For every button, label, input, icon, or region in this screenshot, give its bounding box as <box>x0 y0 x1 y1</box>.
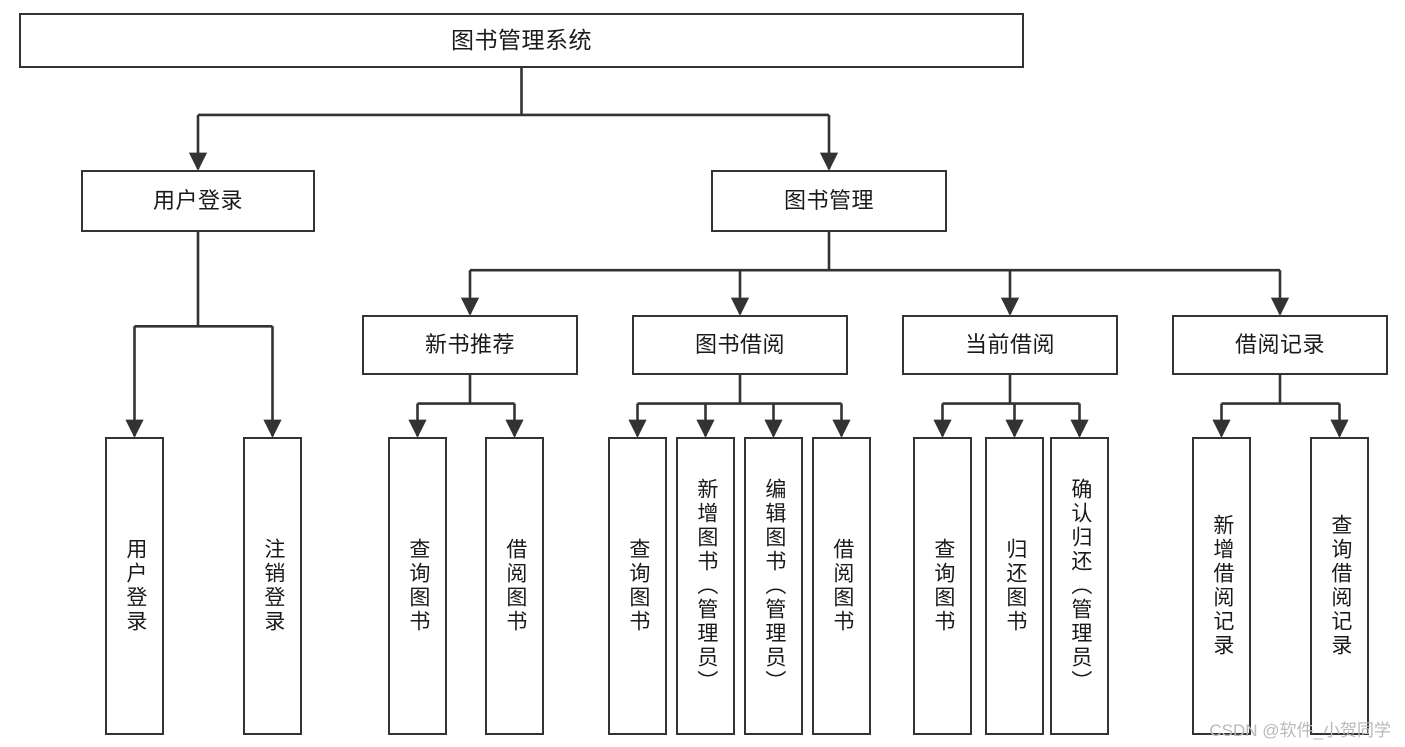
node-leaf-edit-book-admin[interactable]: 编辑图书（管理员） <box>744 437 803 735</box>
node-leaf-query-borrow-record[interactable]: 查询借阅记录 <box>1310 437 1369 735</box>
node-label-leaf-edit-book-admin: 编辑图书（管理员） <box>762 478 786 694</box>
watermark-label: CSDN @软件_小贺同学 <box>1209 721 1391 740</box>
node-label-leaf-borrow-book-borrow: 借阅图书 <box>830 538 854 634</box>
node-label-leaf-logout-login: 注销登录 <box>261 538 285 634</box>
node-label-leaf-add-book-admin: 新增图书（管理员） <box>694 478 718 694</box>
node-leaf-return-book[interactable]: 归还图书 <box>985 437 1044 735</box>
node-leaf-query-book-recommend[interactable]: 查询图书 <box>388 437 447 735</box>
node-book-borrow[interactable]: 图书借阅 <box>632 315 848 375</box>
node-label-root: 图书管理系统 <box>451 27 592 54</box>
node-leaf-borrow-book-borrow[interactable]: 借阅图书 <box>812 437 871 735</box>
node-label-user-login: 用户登录 <box>152 188 243 214</box>
node-label-new-book-recommend: 新书推荐 <box>424 332 515 358</box>
node-current-borrow[interactable]: 当前借阅 <box>902 315 1118 375</box>
node-leaf-user-login[interactable]: 用户登录 <box>105 437 164 735</box>
node-borrow-record[interactable]: 借阅记录 <box>1172 315 1388 375</box>
node-label-leaf-borrow-book-recommend: 借阅图书 <box>503 538 527 634</box>
node-leaf-logout-login[interactable]: 注销登录 <box>243 437 302 735</box>
node-label-leaf-query-book-borrow: 查询图书 <box>626 538 650 634</box>
node-leaf-query-book-current[interactable]: 查询图书 <box>913 437 972 735</box>
node-leaf-add-book-admin[interactable]: 新增图书（管理员） <box>676 437 735 735</box>
node-label-leaf-query-book-recommend: 查询图书 <box>406 538 430 634</box>
node-label-leaf-query-book-current: 查询图书 <box>931 538 955 634</box>
node-label-book-borrow: 图书借阅 <box>694 332 785 358</box>
node-leaf-borrow-book-recommend[interactable]: 借阅图书 <box>485 437 544 735</box>
node-leaf-add-borrow-record[interactable]: 新增借阅记录 <box>1192 437 1251 735</box>
node-label-book-manage: 图书管理 <box>783 188 874 214</box>
node-label-borrow-record: 借阅记录 <box>1234 332 1325 358</box>
node-leaf-confirm-return-admin[interactable]: 确认归还（管理员） <box>1050 437 1109 735</box>
node-book-manage[interactable]: 图书管理 <box>711 170 947 232</box>
node-label-current-borrow: 当前借阅 <box>964 332 1055 358</box>
node-label-leaf-user-login: 用户登录 <box>123 538 147 634</box>
node-label-leaf-confirm-return-admin: 确认归还（管理员） <box>1068 478 1092 694</box>
node-label-leaf-add-borrow-record: 新增借阅记录 <box>1210 514 1234 658</box>
node-user-login[interactable]: 用户登录 <box>81 170 315 232</box>
node-label-leaf-return-book: 归还图书 <box>1003 538 1027 634</box>
node-leaf-query-book-borrow[interactable]: 查询图书 <box>608 437 667 735</box>
node-new-book-recommend[interactable]: 新书推荐 <box>362 315 578 375</box>
node-root[interactable]: 图书管理系统 <box>19 13 1024 68</box>
node-label-leaf-query-borrow-record: 查询借阅记录 <box>1328 514 1352 658</box>
